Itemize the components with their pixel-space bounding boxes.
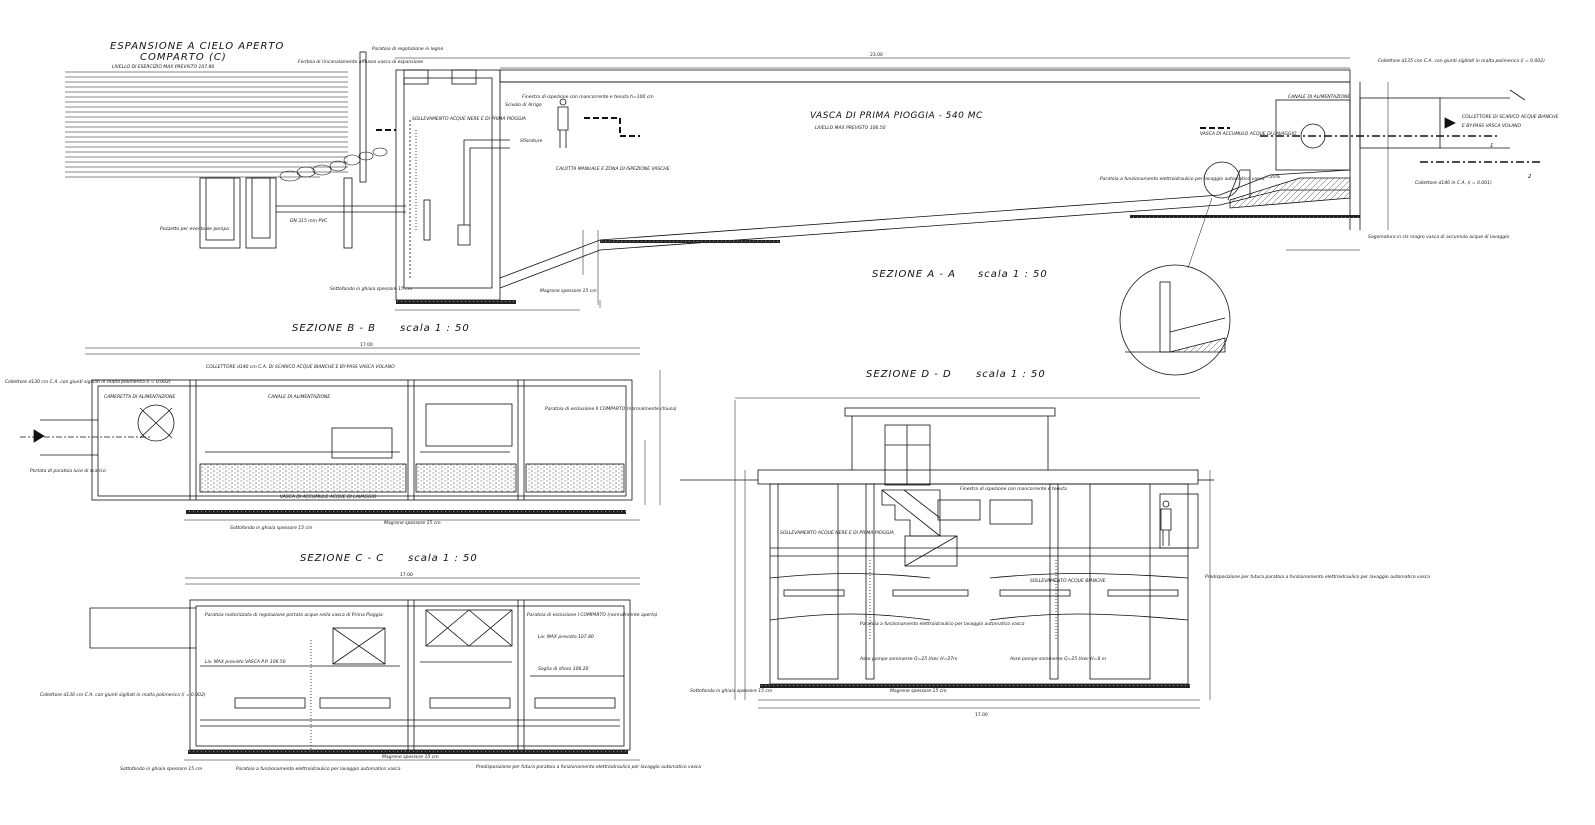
label-paratoia-esclusione-c: Paratoia di esclusione I COMPARTO (norma… bbox=[527, 612, 658, 618]
label-bypass: E BY-PASS VASCA VOLANO bbox=[1462, 123, 1522, 129]
label-pompe1: Asse pompe sommerse Q=25 l/sec H=27m bbox=[859, 656, 958, 662]
label-collettore-135: Collettore d135 con C.A. con giunti sigi… bbox=[1378, 58, 1545, 64]
label-magrone-d: Magrone spessore 15 cm bbox=[890, 688, 947, 694]
label-sollevamento-bianche: SOLLEVAMENTO ACQUE BIANCHE bbox=[1030, 578, 1106, 584]
label-magrone-c: Magrone spessore 15 cm bbox=[382, 754, 439, 760]
dim-b-lung: 17.00 bbox=[360, 342, 373, 348]
sezione-c-title: SEZIONE C - C bbox=[300, 553, 384, 564]
label-collettore-c: Collettore d130 cm C.A. con giunti sigil… bbox=[40, 692, 206, 698]
label-portata: Portata di paratoia luce di scarico bbox=[30, 468, 106, 474]
sezione-d-title: SEZIONE D - D bbox=[866, 369, 952, 380]
label-predisposizione-d: Predisposizione per futura paratoia a fu… bbox=[1205, 574, 1430, 580]
label-sfiorature: Sfiorature bbox=[520, 138, 543, 144]
label-magrone: Magrone spessore 15 cm bbox=[540, 288, 597, 294]
label-pozzetto: Pozzetto per eventuale pompa bbox=[160, 226, 229, 232]
label-sottofondo-b: Sottofondo in ghiaia spessore 15 cm bbox=[230, 525, 313, 531]
sezione-c-scala: scala 1 : 50 bbox=[408, 553, 478, 564]
label-predisposizione-c: Predisposizione per futura paratoia a fu… bbox=[476, 764, 701, 770]
label-vasca-b: VASCA DI ACCUMULO ACQUE DI LAVAGGIO bbox=[280, 494, 377, 500]
sezione-b-scala: scala 1 : 50 bbox=[400, 323, 470, 334]
label-feritoia: Feritoia di rincanalamento afflusso vasc… bbox=[298, 59, 423, 65]
section-c-c bbox=[89, 577, 640, 761]
label-finestra-d: Finestra di ispezione con mancorrente e … bbox=[960, 486, 1067, 492]
label-collettore-140: Collettore d140 in C.A. (i = 0.001) bbox=[1415, 180, 1492, 186]
expansion-hatch bbox=[65, 71, 348, 178]
label-canale-b: CANALE DI ALIMENTAZIONE bbox=[268, 394, 330, 400]
sezione-d-scala: scala 1 : 50 bbox=[976, 369, 1046, 380]
label-paratoia-regolazione-c: Paratoia motorizzata di regolazione port… bbox=[205, 612, 383, 618]
person-icon-d bbox=[1160, 500, 1172, 546]
label-finestra: Finestra di ispezione con mancorrente e … bbox=[522, 94, 654, 100]
vasca-title: VASCA DI PRIMA PIOGGIA - 540 MC bbox=[810, 111, 983, 121]
title-line2: COMPARTO (C) bbox=[140, 52, 227, 63]
section-d-d bbox=[680, 397, 1214, 709]
dim-c-lung: 17.00 bbox=[400, 572, 413, 578]
livello-vasca: LIVELLO MAX PREVISTO 106.50 bbox=[815, 125, 886, 131]
label-pompe2: Asse pompe sommerse Q=25 l/sec H=8 m bbox=[1009, 656, 1107, 662]
label-livello-max-c: Liv. MAX previsto 107.80 bbox=[538, 634, 594, 640]
section-a-a-labels: ESPANSIONE A CIELO APERTO COMPARTO (C) L… bbox=[110, 41, 1559, 294]
label-scivolo: Scivolo di Arrigo bbox=[505, 102, 542, 108]
dim-lung-tot: 23.00 bbox=[870, 52, 883, 58]
section-d-d-labels: SEZIONE D - D scala 1 : 50 Finestra di i… bbox=[690, 369, 1430, 718]
sezione-a-scala: scala 1 : 50 bbox=[978, 269, 1048, 280]
dim-d-lung: 17.00 bbox=[975, 712, 988, 718]
label-paratoia-esclusione-b: Paratoia di esclusione II COMPARTO (norm… bbox=[545, 406, 677, 412]
label-sottofondo: Sottofondo in ghiaia spessore 15 cm bbox=[330, 286, 413, 292]
label-collettore-scarico: COLLETTORE DI SCARICO ACQUE BIANCHE bbox=[1462, 114, 1559, 120]
label-collettore-left: Collettore d130 cm C.A. con giunti sigil… bbox=[5, 379, 171, 385]
sezione-b-title: SEZIONE B - B bbox=[292, 323, 376, 334]
label-sollevamento: SOLLEVAMENTO ACQUE NERE E DI PRIMA PIOGG… bbox=[412, 116, 526, 122]
section-b-b bbox=[20, 347, 661, 521]
riprap-stones bbox=[279, 147, 388, 182]
label-tubo: DN 315 mm PVC bbox=[290, 218, 328, 224]
label-paratoia-elettro-d: Paratoia a funzionamento elettroidraulic… bbox=[860, 621, 1025, 627]
dim-pendenza: i=20% bbox=[1265, 174, 1281, 180]
section-a-a bbox=[65, 51, 1540, 376]
label-paratoia-elettro-c: Paratoia a funzionamento elettroidraulic… bbox=[236, 766, 401, 772]
marker-2: 2 bbox=[1528, 174, 1532, 180]
label-sagomatura: Sagomatura in cls magro vasca di accumul… bbox=[1368, 234, 1509, 240]
label-cameretta: CAMERETTA DI ALIMENTAZIONE bbox=[104, 394, 175, 400]
label-collettore-top: COLLETTORE d140 cm C.A. DI SCARICO ACQUE… bbox=[206, 364, 395, 370]
label-calotta: CALOTTA MANUALE E ZONA DI ISPEZIONE VASC… bbox=[556, 166, 670, 172]
label-livello-vasca-c: Liv. MAX previsto VASCA P.P. 106.50 bbox=[205, 659, 286, 665]
label-magrone-b: Magrone spessore 15 cm bbox=[384, 520, 441, 526]
sezione-a-title: SEZIONE A - A bbox=[872, 269, 956, 280]
label-soglia: Soglia di sfioro 106.20 bbox=[538, 666, 589, 672]
title-line1: ESPANSIONE A CIELO APERTO bbox=[110, 41, 284, 52]
section-b-b-labels: SEZIONE B - B scala 1 : 50 CAMERETTA DI … bbox=[5, 323, 677, 531]
label-sottofondo-c: Sottofondo in ghiaia spessore 15 cm bbox=[120, 766, 203, 772]
livello-esercizio: LIVELLO DI ESERCIZIO MAX PREVISTO 107.80 bbox=[112, 64, 214, 70]
label-paratoia-elettro: Paratoia a funzionamento elettroidraulic… bbox=[1100, 176, 1265, 182]
person-icon bbox=[557, 98, 569, 148]
label-vasca-accumulo: VASCA DI ACCUMULO ACQUE DI LAVAGGIO bbox=[1200, 131, 1297, 137]
label-canale: CANALE DI ALIMENTAZIONE bbox=[1288, 94, 1350, 100]
label-sollevamento-nere: SOLLEVAMENTO ACQUE NERE E DI PRIMA PIOGG… bbox=[780, 530, 894, 536]
label-paratoia-regolazione: Paratoia di regolazione in legno bbox=[372, 46, 443, 52]
section-c-c-labels: SEZIONE C - C scala 1 : 50 Paratoia moto… bbox=[40, 553, 701, 772]
label-sottofondo-d: Sottofondo in ghiaia spessore 15 cm bbox=[690, 688, 773, 694]
marker-1: 1 bbox=[1490, 143, 1494, 149]
